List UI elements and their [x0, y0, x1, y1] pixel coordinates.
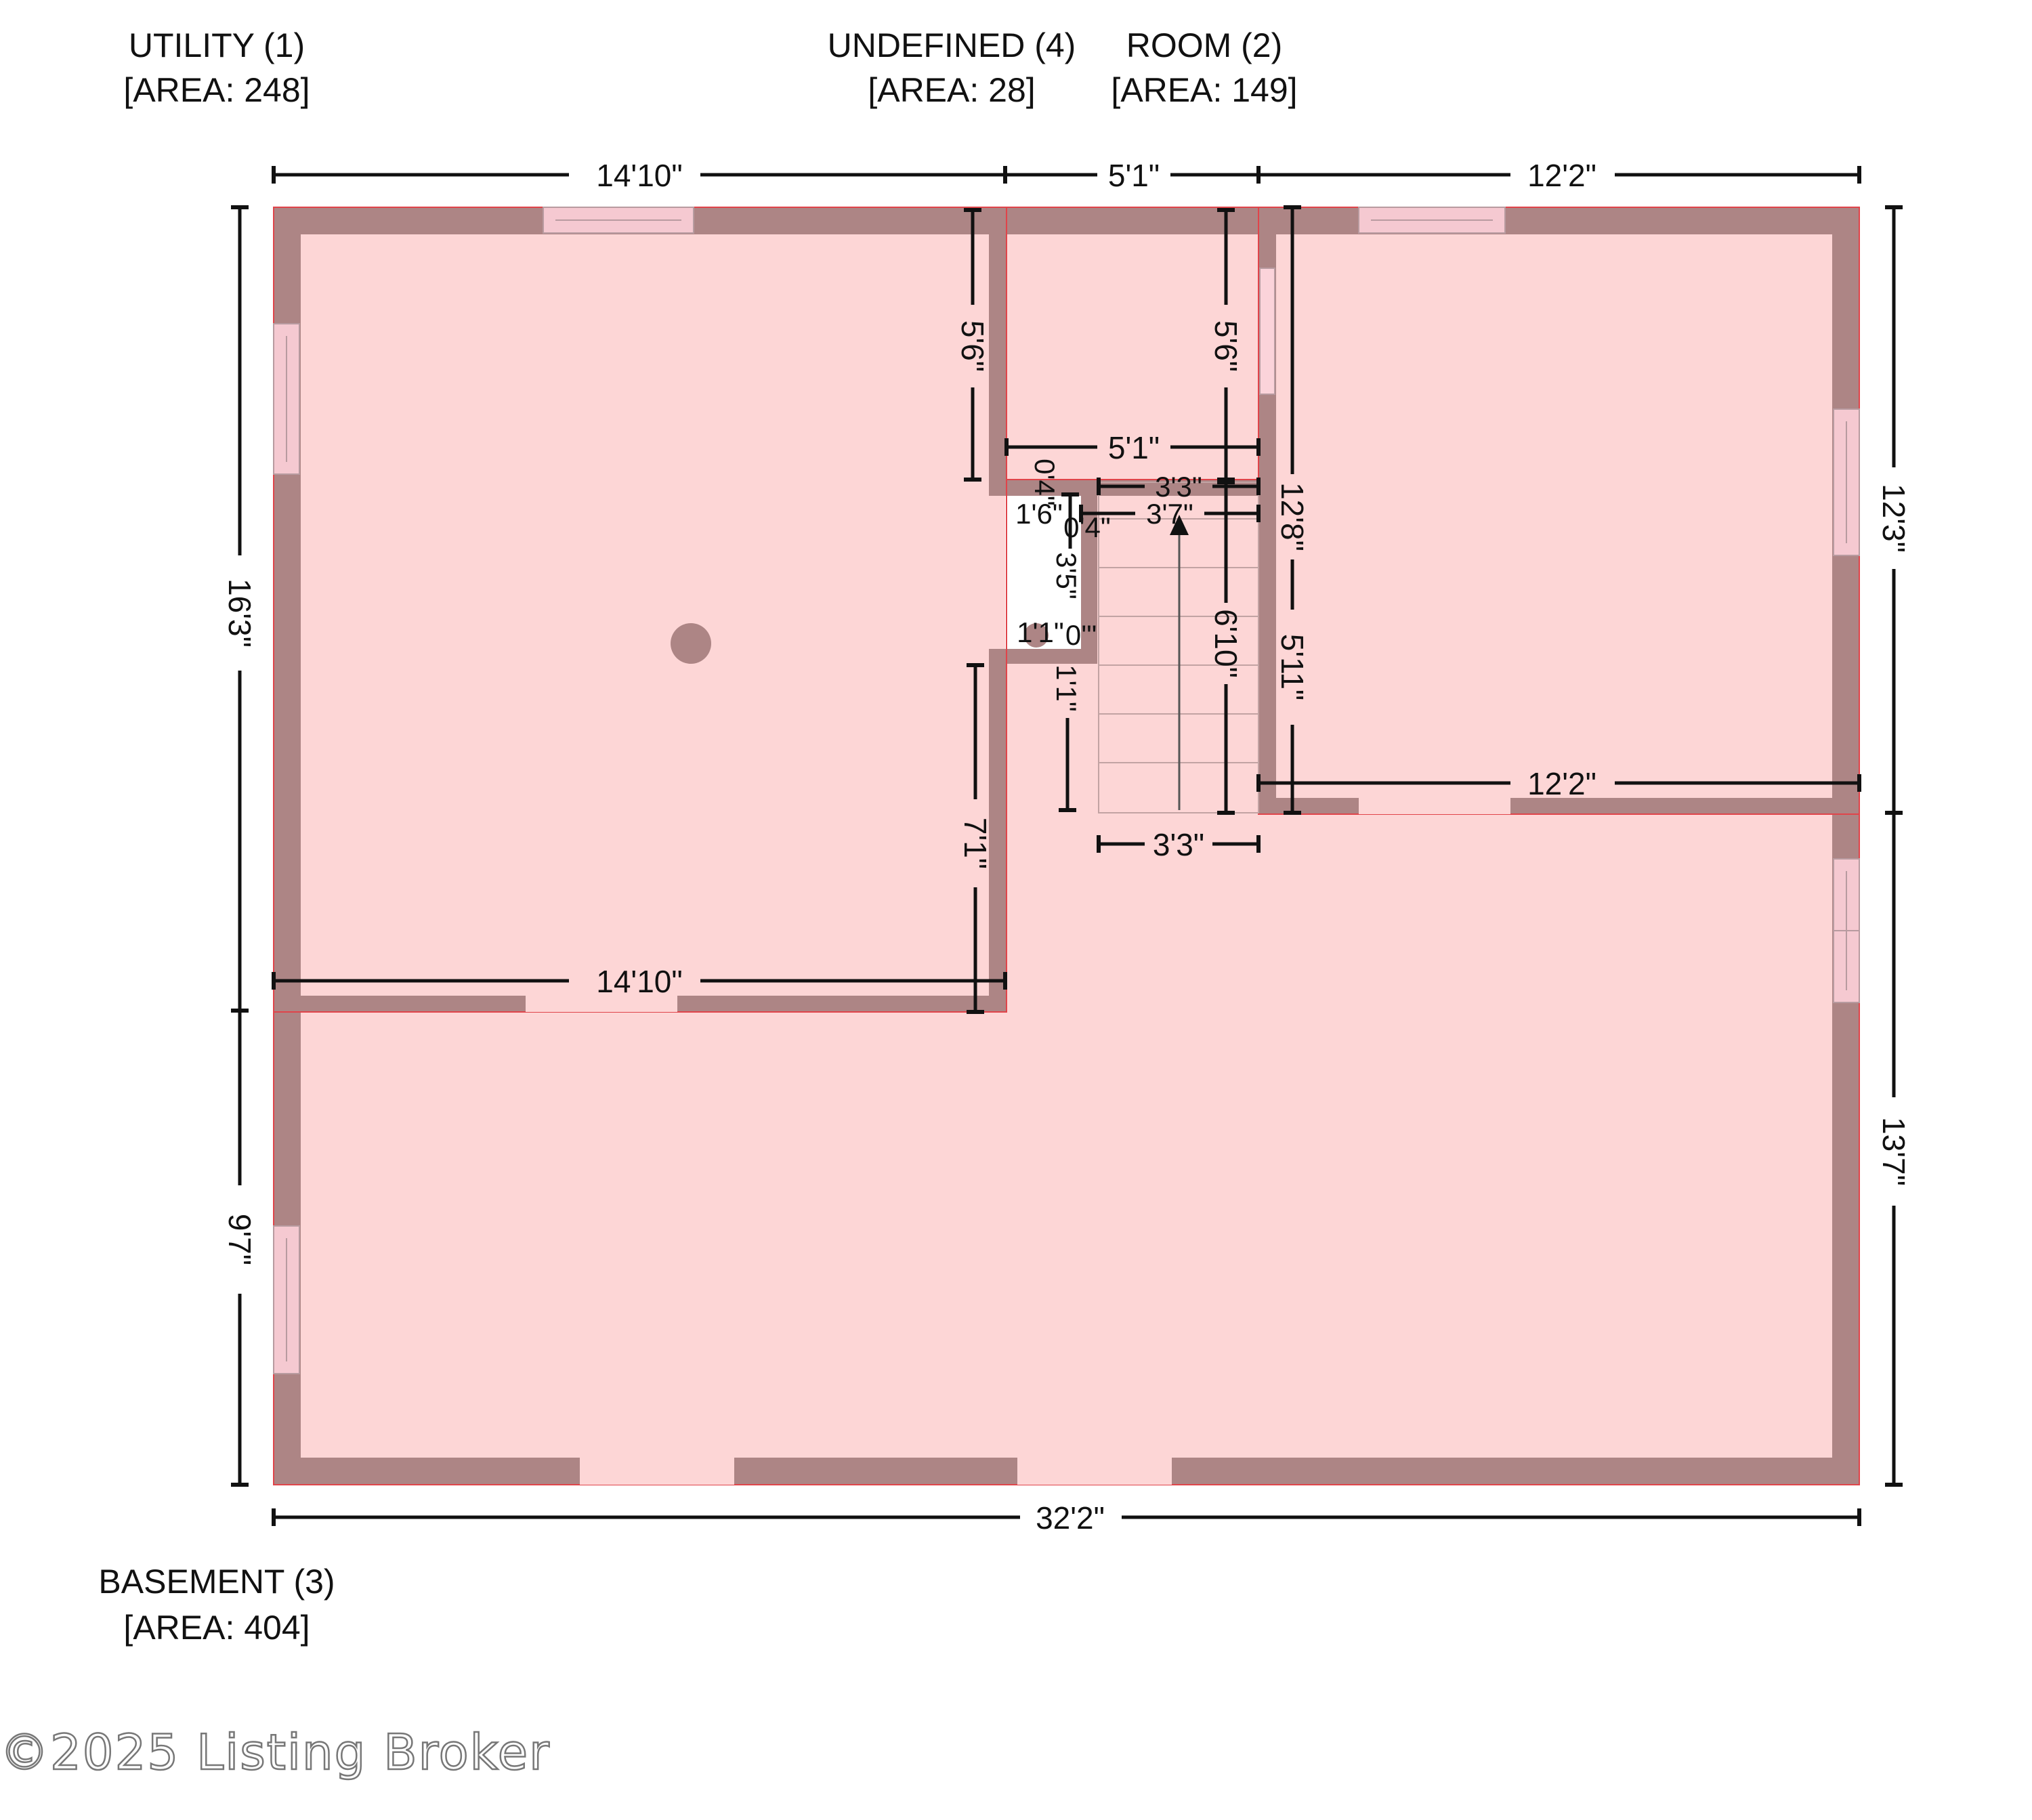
- dim-utility-lower: 7'1": [958, 818, 993, 869]
- wall-top: [274, 207, 1859, 234]
- room-area: [AREA: 149]: [1111, 71, 1297, 109]
- dim-stair-bottom: 3'3": [1153, 827, 1204, 862]
- basement-name: BASEMENT (3): [98, 1563, 335, 1601]
- dim-stair-mid: 3'7": [1146, 498, 1193, 530]
- dim-hall-a: 1'6": [1015, 498, 1063, 530]
- floor-areas: [274, 209, 1859, 1485]
- window-basement-right: [1833, 858, 1860, 1003]
- wall-room-bottom: [1258, 798, 1859, 814]
- window-room-top: [1358, 207, 1506, 234]
- door-room-bottom: [1359, 798, 1510, 814]
- outline-utility: [274, 207, 1007, 1013]
- dim-undefined-width: 5'1": [1108, 430, 1160, 465]
- outline: [273, 207, 1860, 1485]
- dim-hall-f: 0'": [1065, 619, 1097, 651]
- dim-stair-length: 6'10": [1208, 609, 1244, 678]
- undefined-area: [AREA: 28]: [868, 71, 1035, 109]
- undefined-floor: [1005, 209, 1258, 482]
- wall-right: [1832, 207, 1859, 1485]
- dim-right-room: 12'3": [1876, 484, 1911, 553]
- undefined-name: UNDEFINED (4): [828, 26, 1076, 64]
- utility-area: [AREA: 248]: [123, 71, 310, 109]
- basement-area: [AREA: 404]: [123, 1609, 310, 1647]
- outline-room: [1258, 207, 1859, 815]
- window-room-left-strip: [1259, 268, 1275, 395]
- utility-floor: [274, 209, 1005, 1011]
- dim-room-width: 12'2": [1527, 766, 1596, 801]
- basement-floor: [274, 482, 1859, 1485]
- stair-arrow-icon: [1170, 515, 1189, 535]
- door-basement-bottom-left: [580, 1458, 734, 1485]
- window-utility-top: [543, 207, 694, 234]
- dim-left-basement: 9'7": [222, 1214, 257, 1265]
- watermark: ©2025 Listing Broker: [0, 1724, 551, 1781]
- dim-utility-width: 14'10": [596, 964, 682, 999]
- wall-closet-bottom: [989, 649, 1097, 664]
- dim-hall-e: 1'1": [1017, 616, 1064, 648]
- dim-hall-h: 1'1": [1051, 664, 1082, 712]
- window-utility-left: [273, 323, 300, 475]
- dim-top-utility: 14'10": [596, 158, 682, 193]
- dim-right-basement: 13'7": [1876, 1117, 1911, 1186]
- wall-closet-right: [1081, 480, 1097, 662]
- staircase: [1098, 482, 1259, 813]
- utility-name: UTILITY (1): [129, 26, 305, 64]
- outer-dimensions: [231, 166, 1903, 1526]
- room-floor: [1258, 209, 1859, 813]
- door-openings: [526, 798, 1510, 1485]
- window-room-right: [1833, 408, 1860, 556]
- floor-drain-icon: [671, 623, 711, 664]
- room-name: ROOM (2): [1126, 26, 1283, 64]
- wall-utility-right-lower: [989, 649, 1007, 1012]
- dim-undefined-height: 5'6": [1208, 320, 1244, 372]
- dimension-labels: 14'10" 5'1" 12'2" 32'2" 16'3" 9'7" 12'3"…: [222, 158, 1911, 1536]
- outline-exterior: [273, 207, 1860, 1485]
- dim-top-room: 12'2": [1527, 158, 1596, 193]
- dim-hall-b: 0'4": [1029, 459, 1061, 506]
- stair-outline: [1098, 482, 1259, 813]
- dim-bottom-total: 32'2": [1036, 1500, 1105, 1536]
- windows: [273, 207, 1860, 1374]
- door-utility-bottom: [526, 996, 677, 1012]
- dim-top-undefined: 5'1": [1108, 158, 1160, 193]
- dim-left-utility: 16'3": [222, 578, 257, 648]
- interior-dimensions: [272, 205, 1861, 1014]
- room-labels: UTILITY (1) [AREA: 248] UNDEFINED (4) [A…: [98, 26, 1297, 1647]
- dim-utility-upper: 5'6": [955, 320, 990, 372]
- wall-utility-right-upper: [989, 207, 1007, 496]
- window-basement-left: [273, 1225, 300, 1374]
- pipe-icon: [1024, 623, 1049, 648]
- dim-hall-d: 3'5": [1051, 552, 1082, 599]
- dim-room-height: 12'8": [1275, 482, 1310, 551]
- door-basement-bottom-right: [1017, 1458, 1172, 1485]
- dim-room-lower: 5'11": [1275, 634, 1310, 700]
- dim-stair-top: 3'3": [1155, 471, 1202, 503]
- dim-hall-c: 0'4": [1063, 511, 1111, 543]
